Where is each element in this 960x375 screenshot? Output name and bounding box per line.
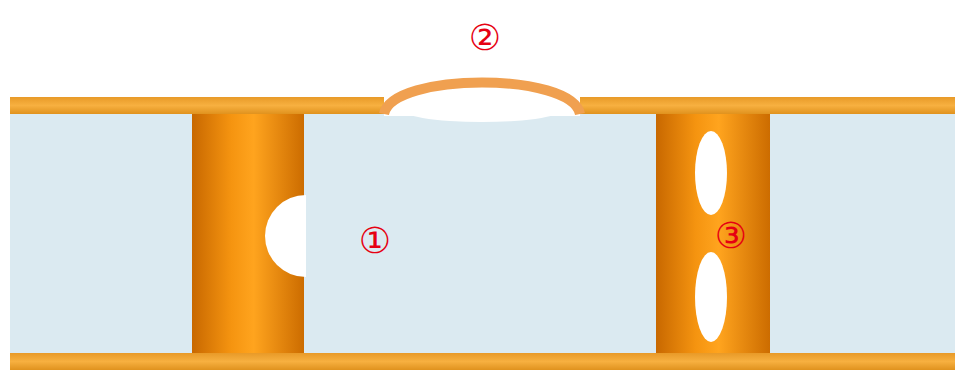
substrate <box>10 113 955 355</box>
blister-void <box>398 94 566 122</box>
plating-void <box>695 131 727 215</box>
via-right <box>656 110 770 358</box>
copper-bottom <box>10 353 955 370</box>
plating-void <box>695 252 727 342</box>
callout-number: ② <box>469 20 501 56</box>
wall-void <box>265 195 306 277</box>
callout-number: ③ <box>715 218 747 254</box>
callout-number: ① <box>359 223 391 259</box>
